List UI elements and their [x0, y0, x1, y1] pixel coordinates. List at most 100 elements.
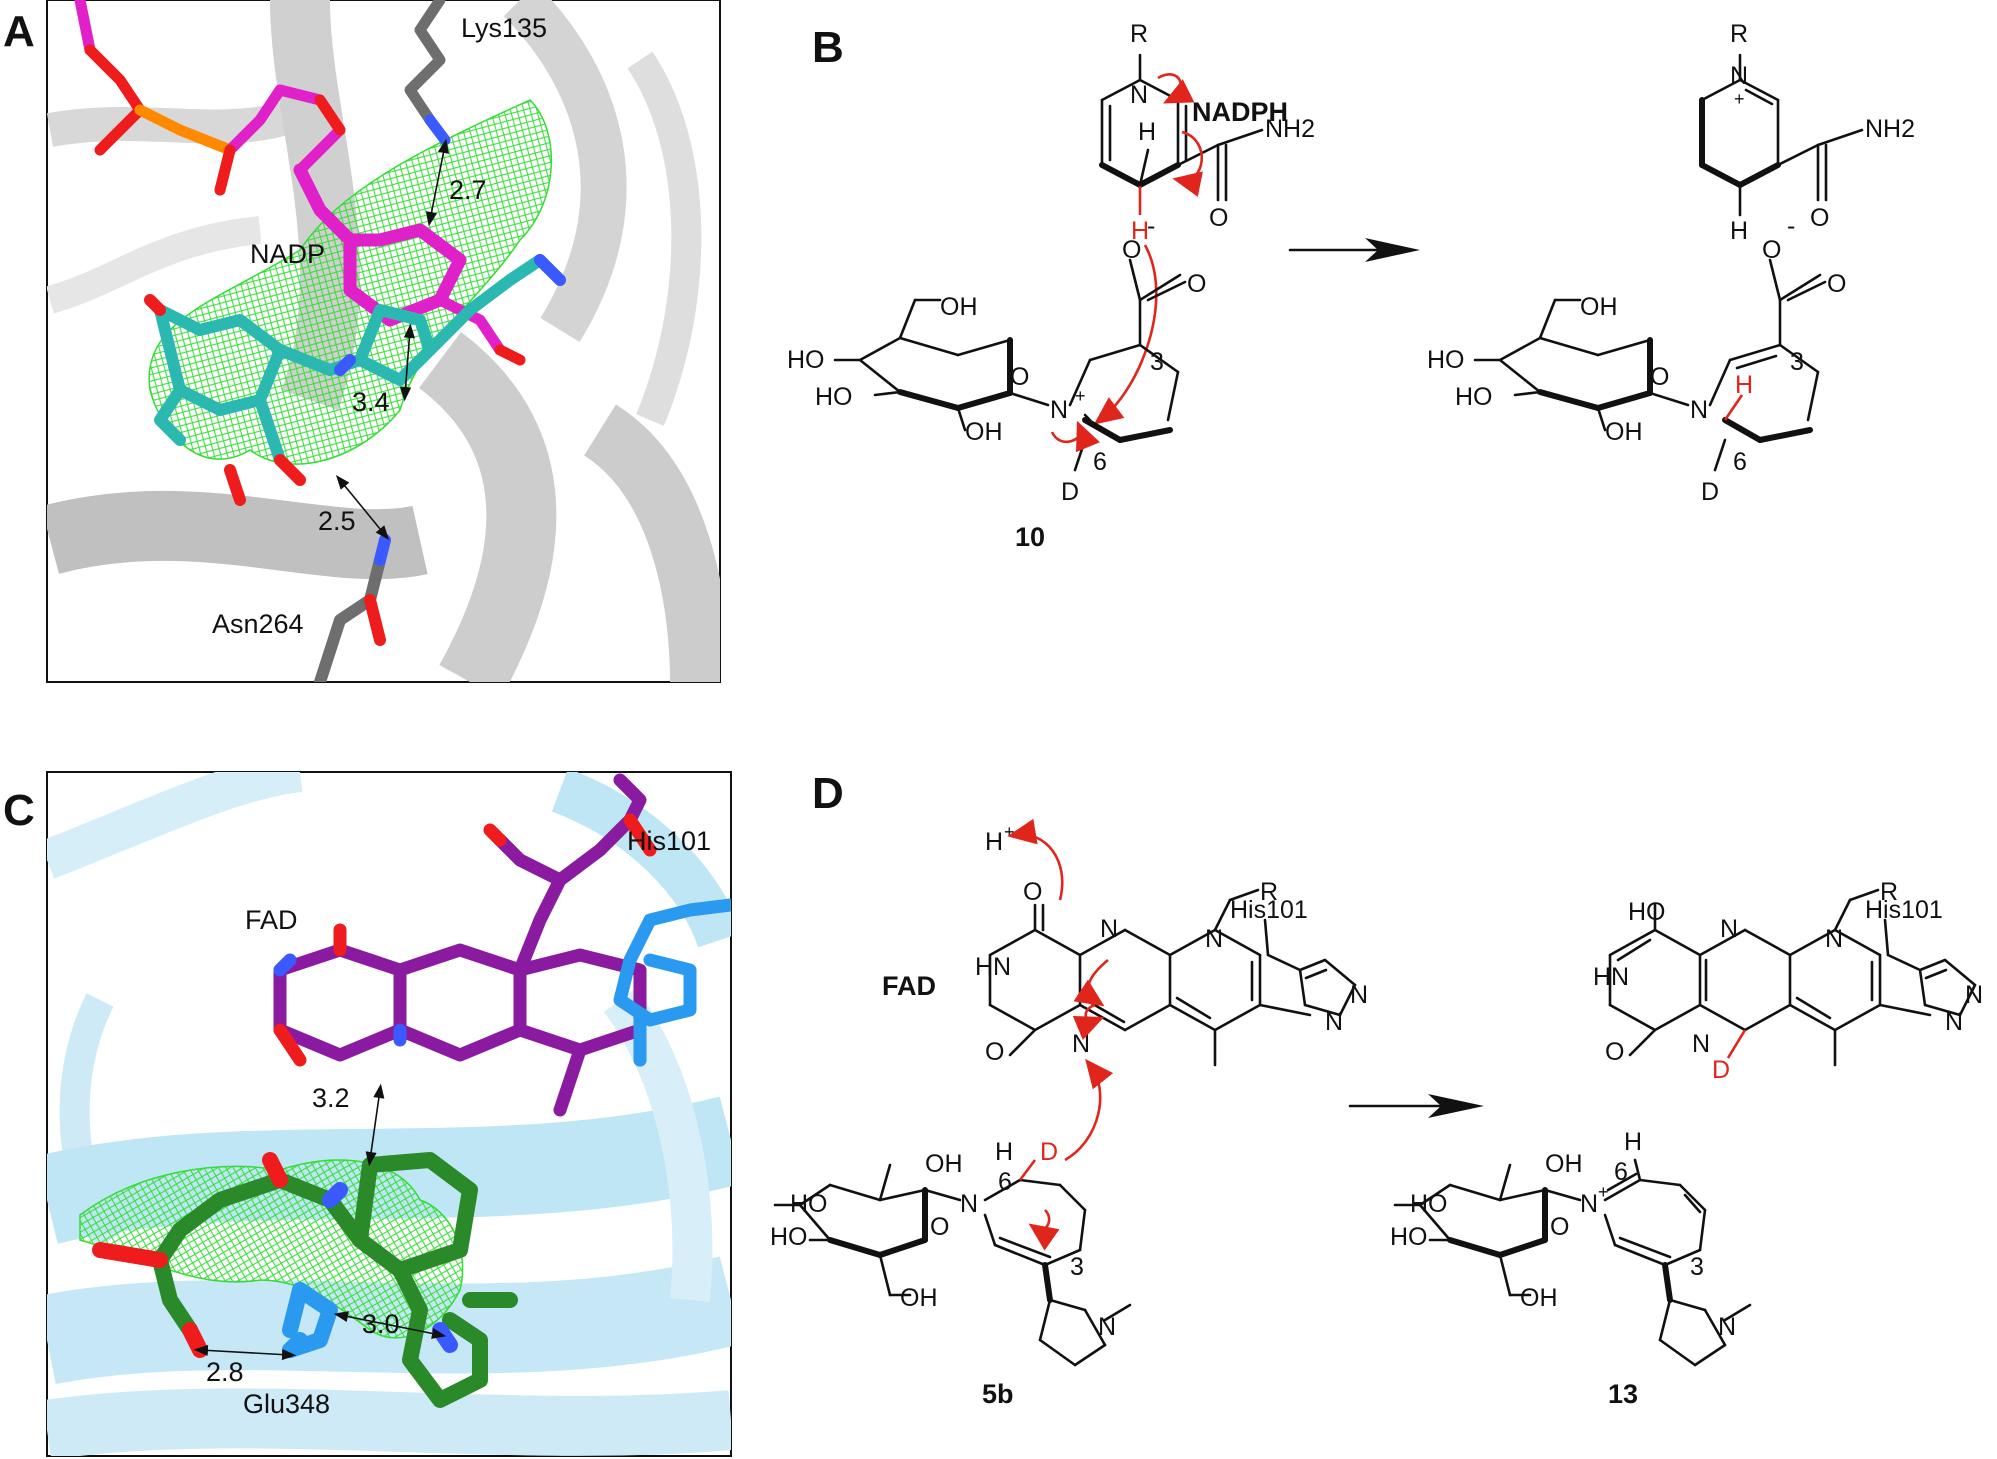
atom-label: N	[1130, 81, 1148, 109]
protein-ribbon	[47, 1388, 731, 1456]
atom-label: O	[1605, 1038, 1624, 1066]
atom-label: H	[1624, 1128, 1642, 1156]
atom-label: OH	[900, 1284, 938, 1312]
atom-label: OH	[940, 293, 978, 321]
residue-label-lys135: Lys135	[461, 13, 547, 43]
atom-label: OH	[925, 1150, 963, 1178]
distance-label: 3.0	[362, 1309, 400, 1339]
distance-label: 2.5	[318, 506, 356, 536]
distance-label: 3.4	[352, 387, 390, 417]
atom-label: H	[1735, 371, 1753, 399]
atom-label: N	[1580, 1190, 1598, 1218]
proton-arrow	[1007, 818, 1064, 901]
position-label: 6	[1614, 1158, 1628, 1186]
atom-label: H	[1730, 217, 1748, 245]
electron-arrow	[1028, 1209, 1060, 1251]
distance-label: 3.2	[312, 1083, 350, 1113]
atom-label: N	[1730, 62, 1748, 90]
position-label: 6	[1733, 448, 1747, 476]
asn264-residue	[314, 534, 391, 682]
atom-label: N	[1945, 1008, 1963, 1036]
compound-13-molecule: HO HO OH OH O N + H 6 3 N	[1390, 1128, 1752, 1367]
protein-ribbon	[503, 0, 627, 343]
hydride-transfer-arrow	[1093, 244, 1158, 425]
electron-arrow	[1050, 420, 1100, 453]
atom-label: HO	[1390, 1223, 1428, 1251]
residue-label-asn264: Asn264	[212, 609, 304, 639]
cofactor-label-fad: FAD	[882, 971, 936, 1001]
atom-label: D	[1040, 1138, 1058, 1166]
atom-label: D	[1712, 1056, 1730, 1084]
reaction-arrowhead	[1365, 238, 1420, 262]
atom-label: N	[1072, 1030, 1090, 1058]
atom-label: O	[1187, 270, 1206, 298]
atom-label: N	[1205, 925, 1223, 953]
atom-label: R	[1260, 878, 1278, 906]
atom-label: R	[1730, 20, 1748, 48]
his101-sidechain-product: His101 N N	[1865, 896, 1983, 1036]
atom-label: HN	[975, 953, 1011, 981]
atom-label: R	[1880, 878, 1898, 906]
charge-label: -	[1787, 212, 1795, 240]
electron-arrow	[1157, 73, 1195, 104]
panel-label-d: D	[812, 769, 844, 818]
residue-label-his101: His101	[627, 826, 711, 856]
panel-c-structure: His101 FAD 3.2 2.8 3.0 Glu348	[47, 772, 731, 1456]
panel-d: D H + FAD	[770, 769, 1983, 1409]
substrate-ligand-a	[144, 254, 566, 506]
atom-label: HO	[790, 1190, 828, 1218]
lys135-residue	[404, 0, 451, 146]
compound-10-molecule: HO HO OH OH O N + O - O 3 6 D	[787, 212, 1206, 506]
protein-ribbon	[47, 216, 262, 314]
position-label: 3	[1690, 1253, 1704, 1281]
atom-label: OH	[1520, 1284, 1558, 1312]
atom-label: N	[1100, 915, 1118, 943]
atom-label: N	[1690, 396, 1708, 424]
position-label: 6	[998, 1168, 1012, 1196]
atom-label: HO	[787, 346, 825, 374]
atom-label: O	[1762, 236, 1781, 264]
protein-ribbon	[627, 51, 702, 426]
panel-b: B N R H H O NH2 NA	[787, 20, 1915, 552]
distance-line	[365, 1083, 385, 1167]
atom-label: O	[1810, 204, 1829, 232]
atom-label: R	[1130, 20, 1148, 48]
charge-label: +	[1734, 89, 1745, 109]
his101-residue	[613, 898, 731, 1067]
panel-c: His101 FAD 3.2 2.8 3.0 Glu348	[46, 771, 732, 1457]
protein-ribbon	[582, 404, 720, 682]
atom-label: O	[1010, 363, 1029, 391]
charge-label: +	[1075, 386, 1086, 406]
nadp-ligand	[74, 0, 526, 366]
panel-label-b: B	[812, 23, 844, 72]
atom-label: N	[1692, 1030, 1710, 1058]
protein-ribbon	[418, 332, 557, 682]
panel-a-structure: Lys135 NADP Asn264 2.7 3.4 2.5	[47, 0, 720, 682]
residue-label-his101: His101	[1865, 896, 1943, 924]
atom-label: HO	[770, 1223, 808, 1251]
atom-label: H	[995, 1138, 1013, 1166]
panel-a: Lys135 NADP Asn264 2.7 3.4 2.5	[46, 0, 721, 683]
atom-label: NH2	[1865, 115, 1915, 143]
atom-label: OH	[965, 418, 1003, 446]
atom-label: HN	[1593, 963, 1629, 991]
atom-label: NH2	[1265, 115, 1315, 143]
panel-label-c: C	[3, 786, 35, 835]
atom-label: N	[1965, 981, 1983, 1009]
atom-label: O	[985, 1038, 1004, 1066]
distance-line	[426, 138, 449, 227]
ligand-label-nadp: NADP	[250, 239, 325, 269]
atom-label: D	[1061, 478, 1079, 506]
hydride-transfer-arrow	[1064, 1058, 1114, 1162]
distance-line	[400, 323, 415, 402]
protein-ribbon	[551, 772, 731, 948]
atom-label: HO	[1427, 346, 1465, 374]
his101-sidechain-reactant: His101 N N	[1230, 896, 1368, 1036]
atom-label: OH	[1605, 418, 1643, 446]
atom-label: HO	[1628, 898, 1666, 926]
atom-label: N	[1350, 981, 1368, 1009]
atom-label: D	[1701, 478, 1719, 506]
atom-label: HO	[815, 383, 853, 411]
atom-label: O	[1650, 363, 1669, 391]
